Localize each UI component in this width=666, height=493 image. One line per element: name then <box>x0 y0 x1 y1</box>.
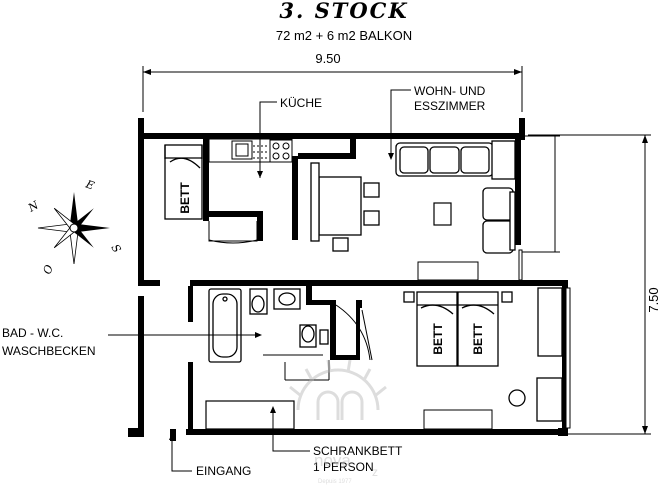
compass-rose-icon <box>37 192 110 265</box>
watermark-logo: nova z Depuis 1977 <box>289 359 387 485</box>
watermark-suffix: z <box>372 465 378 479</box>
bath-leader <box>108 332 262 338</box>
armchair <box>536 377 563 422</box>
hall-doors <box>263 304 373 381</box>
side-table <box>508 389 526 407</box>
watermark-brand: nova <box>314 451 351 470</box>
depth-dimension-label: 7.50 <box>646 287 661 312</box>
depth-dimension <box>528 134 651 435</box>
sink-basin <box>235 143 249 157</box>
bath-label-line1: BAD - W.C. <box>2 326 63 340</box>
bath-label-line2: WASCHBECKEN <box>2 344 96 358</box>
sink <box>231 140 253 160</box>
bed-label-kitchen: BETT <box>178 182 192 214</box>
walls <box>128 118 568 441</box>
bathtub-inner <box>212 293 238 358</box>
coffee-table <box>433 202 452 226</box>
sofa <box>395 140 516 180</box>
kitchen-leader <box>257 101 277 178</box>
dining-set <box>310 162 380 252</box>
wardrobe <box>537 287 563 357</box>
width-dimension-label: 9.50 <box>315 51 340 66</box>
kitchen-label: KÜCHE <box>280 96 322 110</box>
bed-left <box>416 291 458 367</box>
bedroom-furniture <box>508 287 563 422</box>
murphy-label-line1: SCHRANKBETT <box>313 444 403 458</box>
living-label-line1: WOHN- UND <box>414 84 486 98</box>
bed-label-right: BETT <box>471 323 485 355</box>
bed-label-left: BETT <box>431 323 445 355</box>
living-leader <box>388 89 411 160</box>
watermark-sun-icon <box>289 359 387 420</box>
murphy-label-line2: 1 PERSON <box>313 460 374 474</box>
compass-east: E <box>83 177 96 192</box>
bathroom <box>208 288 329 363</box>
stove <box>269 139 293 163</box>
bed-right <box>457 291 499 367</box>
kitchen-bed <box>164 144 203 220</box>
kitchen <box>208 138 293 244</box>
bedroom-beds <box>403 291 513 367</box>
watermark-since: Depuis 1977 <box>318 479 352 485</box>
murphy-leader <box>270 406 310 452</box>
armchairs <box>482 187 516 254</box>
plan-title: 3. STOCK <box>279 0 408 23</box>
compass-north: N <box>25 198 41 215</box>
balcony <box>521 135 560 253</box>
entrance-label: EINGANG <box>196 464 251 478</box>
compass-west: O <box>41 263 56 276</box>
compass-south: S <box>108 242 123 255</box>
area-subtitle: 72 m2 + 6 m2 BALKON <box>276 28 412 43</box>
width-dimension <box>142 66 523 112</box>
murphy-bed <box>205 400 295 430</box>
living-label-line2: ESSZIMMER <box>414 99 486 113</box>
windows <box>417 249 571 430</box>
entrance-leader <box>169 433 192 472</box>
